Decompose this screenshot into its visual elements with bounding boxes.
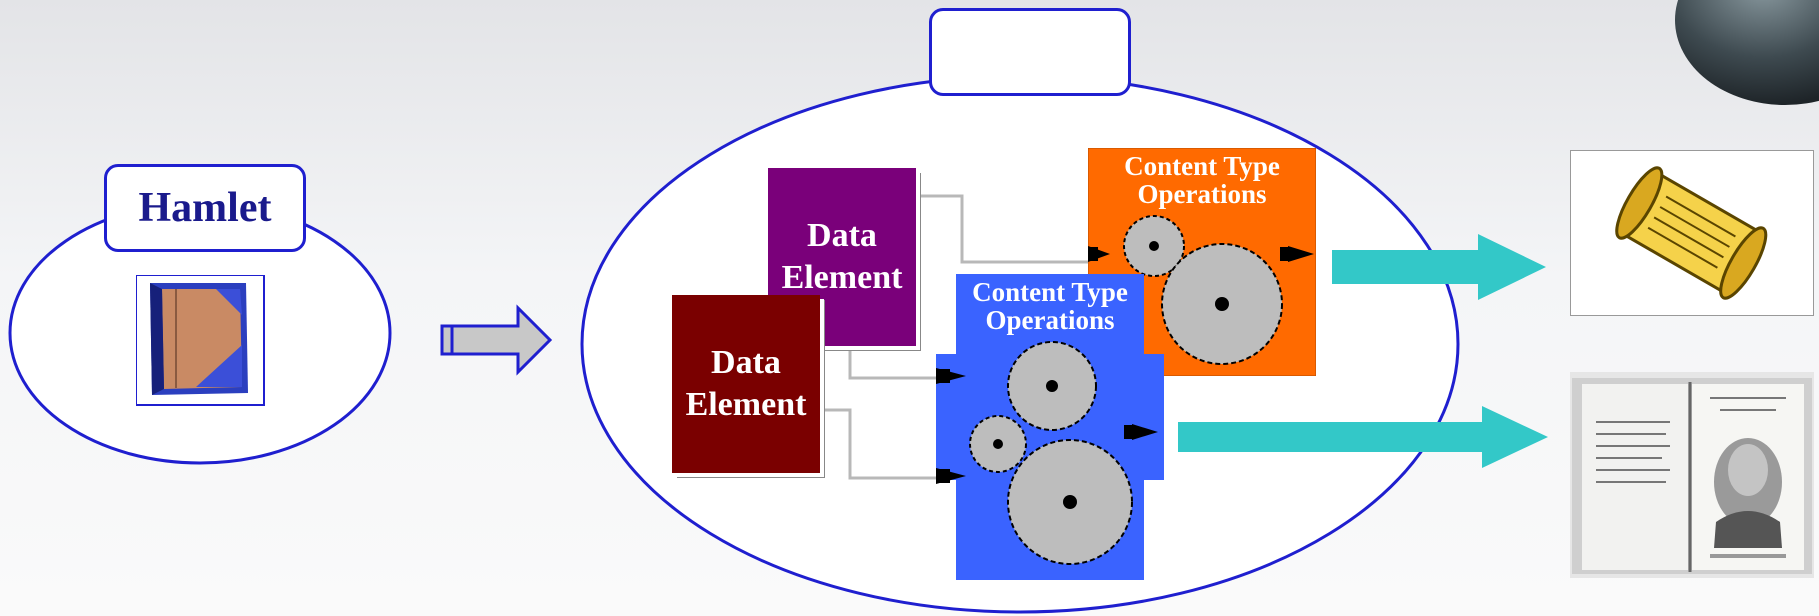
left-group-title-text: Hamlet xyxy=(138,185,272,231)
operations-blue-line2: Operations xyxy=(985,305,1115,336)
center-group-title-text: Hamlet xyxy=(963,29,1097,75)
gear-icon xyxy=(1123,215,1283,365)
center-group-title: Hamlet xyxy=(929,8,1131,96)
operations-blue-line1: Content Type xyxy=(972,277,1128,307)
operations-block-blue: Content Type Operations xyxy=(936,274,1164,580)
data-element-upper-line2: Element xyxy=(781,259,903,296)
operations-orange-line1: Content Type xyxy=(1124,151,1280,181)
operations-orange-line2: Operations xyxy=(1137,179,1267,210)
shakespeare-book-icon xyxy=(1572,378,1812,574)
data-element-upper-line1: Data xyxy=(807,216,877,254)
data-element-lower-line2: Element xyxy=(685,386,807,423)
book-icon xyxy=(136,275,265,406)
operations-orange-label: Content Type Operations xyxy=(1088,152,1316,209)
output-arrow-upper xyxy=(1332,234,1546,300)
index-scroll-icon xyxy=(1615,166,1768,300)
gear-icon xyxy=(969,341,1133,565)
data-element-lower-line1: Data xyxy=(711,343,781,381)
operations-blue-label: Content Type Operations xyxy=(936,278,1164,335)
transfer-arrow xyxy=(440,304,553,376)
globe-decoration-icon xyxy=(1675,0,1819,105)
output-folio-frame xyxy=(1570,372,1814,578)
left-group-title: Hamlet xyxy=(104,164,306,252)
output-arrow-lower xyxy=(1178,406,1548,468)
output-index-frame xyxy=(1570,150,1814,316)
